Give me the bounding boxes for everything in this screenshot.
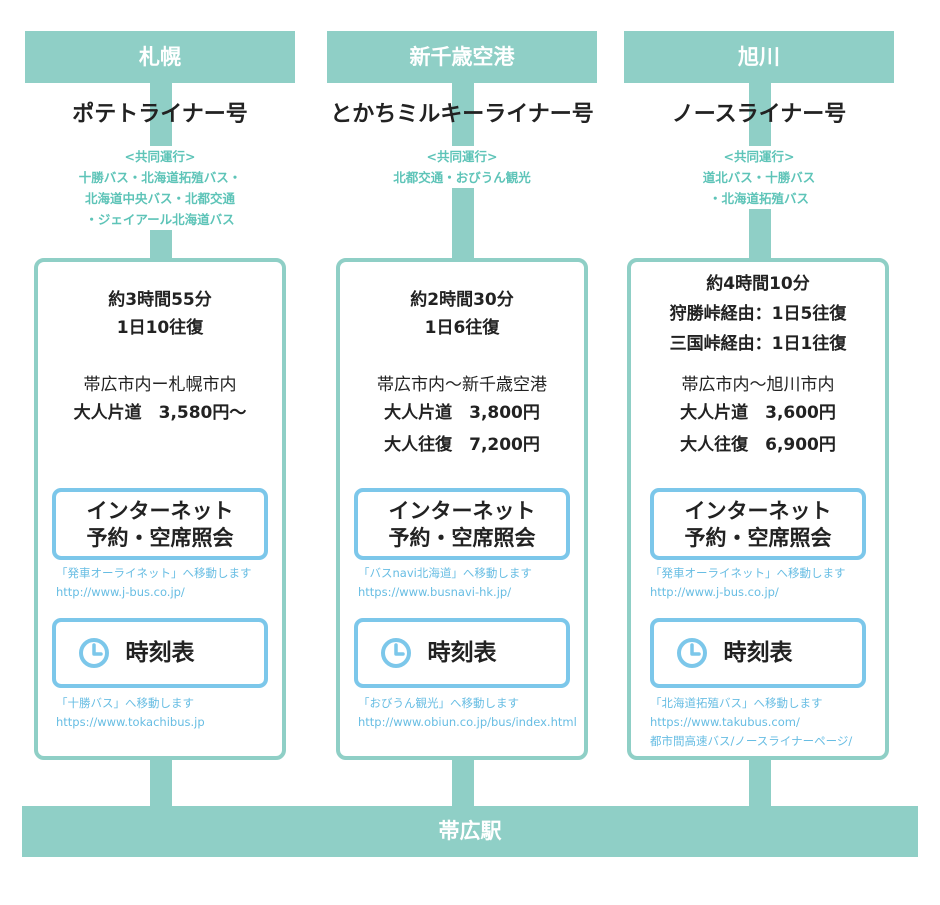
reservation-link-note[interactable]: 「発車オーライネット」へ移動します http://www.j-bus.co.jp… [650,564,879,602]
timetable-button[interactable]: 時刻表 [354,618,570,688]
daily-trips-mikuni: 三国峠経由：1日1往復 [669,334,847,354]
timetable-button[interactable]: 時刻表 [650,618,866,688]
travel-time: 約2時間30分 [410,290,514,310]
link-description: 「北海道拓殖バス」へ移動します [650,696,823,710]
travel-time-info: 約2時間30分 1日6往復 [340,286,584,342]
link-description: 「十勝バス」へ移動します [56,696,194,710]
clock-icon [381,638,411,668]
fare-info: 帯広市内ー札幌市内 大人片道 3,580円〜 [38,371,282,427]
button-label: 時刻表 [427,640,497,666]
joint-operation: <共同運行> 十勝バス・北海道拓殖バス・ 北海道中央バス・北都交通 ・ジェイアー… [5,146,315,230]
route-column-sapporo: 札幌 ポテトライナー号 <共同運行> 十勝バス・北海道拓殖バス・ 北海道中央バス… [25,0,295,905]
route-info-card: 約4時間10分 狩勝峠経由：1日5往復 三国峠経由：1日1往復 帯広市内〜旭川市… [627,258,889,760]
timetable-button[interactable]: 時刻表 [52,618,268,688]
internet-reservation-button[interactable]: インターネット 予約・空席照会 [52,488,268,560]
daily-trips: 1日6往復 [424,318,500,338]
travel-time-info: 約4時間10分 狩勝峠経由：1日5往復 三国峠経由：1日1往復 [631,270,885,358]
fare-one-way: 大人片道 3,800円 [384,403,540,423]
button-label: 予約・空席照会 [684,526,832,550]
fare-info: 帯広市内〜新千歳空港 大人片道 3,800円 大人往復 7,200円 [340,371,584,459]
joint-operator-line: ・北海道拓殖バス [706,188,811,209]
link-description: 「バスnavi北海道」へ移動します [358,566,532,580]
link-url[interactable]: http://www.j-bus.co.jp/ [56,585,185,599]
route-column-new-chitose: 新千歳空港 とかちミルキーライナー号 <共同運行> 北都交通・おびうん観光 約2… [327,0,597,905]
reservation-link-note[interactable]: 「発車オーライネット」へ移動します http://www.j-bus.co.jp… [56,564,276,602]
link-url[interactable]: http://www.j-bus.co.jp/ [650,585,779,599]
joint-operator-line: ・ジェイアール北海道バス [83,209,237,230]
origin-station-bar: 帯広駅 [22,806,918,857]
button-label: 予約・空席照会 [86,526,234,550]
button-label: 予約・空席照会 [388,526,536,550]
link-url[interactable]: https://www.busnavi-hk.jp/ [358,585,512,599]
fare-section: 帯広市内〜新千歳空港 [377,375,547,395]
clock-icon [79,638,109,668]
internet-reservation-button[interactable]: インターネット 予約・空席照会 [354,488,570,560]
timetable-link-note[interactable]: 「北海道拓殖バス」へ移動します https://www.takubus.com/… [650,694,879,751]
fare-one-way: 大人片道 3,600円 [680,403,836,423]
route-name: ポテトライナー号 [72,102,248,127]
button-label: 時刻表 [723,640,793,666]
link-description: 「おびうん観光」へ移動します [358,696,519,710]
reservation-link-note[interactable]: 「バスnavi北海道」へ移動します https://www.busnavi-hk… [358,564,578,602]
link-url-continued[interactable]: 都市間高速バス/ノースライナーページ/ [650,734,853,748]
daily-trips-karikachi: 狩勝峠経由：1日5往復 [669,304,847,324]
joint-label: <共同運行> [122,146,198,167]
joint-operation: <共同運行> 北都交通・おびうん観光 [307,146,617,188]
timetable-link-note[interactable]: 「十勝バス」へ移動します https://www.tokachibus.jp [56,694,276,732]
route-name: ノースライナー号 [671,102,847,127]
link-description: 「発車オーライネット」へ移動します [650,566,846,580]
fare-round-trip: 大人往復 6,900円 [680,435,836,455]
clock-icon [677,638,707,668]
button-label: インターネット [684,499,832,523]
route-name: とかちミルキーライナー号 [330,102,594,127]
link-url[interactable]: http://www.obiun.co.jp/bus/index.html [358,715,577,729]
fare-section: 帯広市内〜旭川市内 [681,375,835,395]
joint-label: <共同運行> [721,146,797,167]
timetable-link-note[interactable]: 「おびうん観光」へ移動します http://www.obiun.co.jp/bu… [358,694,578,732]
fare-info: 帯広市内〜旭川市内 大人片道 3,600円 大人往復 6,900円 [631,371,885,459]
joint-operation: <共同運行> 道北バス・十勝バス ・北海道拓殖バス [604,146,914,209]
joint-operator-line: 北都交通・おびうん観光 [391,167,533,188]
joint-operator-line: 道北バス・十勝バス [700,167,818,188]
fare-one-way: 大人片道 3,580円〜 [73,403,247,423]
link-url[interactable]: https://www.tokachibus.jp [56,715,205,729]
route-info-card: 約3時間55分 1日10往復 帯広市内ー札幌市内 大人片道 3,580円〜 イン… [34,258,286,760]
joint-operator-line: 北海道中央バス・北都交通 [82,188,237,209]
travel-time-info: 約3時間55分 1日10往復 [38,286,282,342]
destination-header: 新千歳空港 [327,31,597,83]
button-label: インターネット [388,499,536,523]
link-url[interactable]: https://www.takubus.com/ [650,715,800,729]
link-description: 「発車オーライネット」へ移動します [56,566,252,580]
destination-header: 旭川 [624,31,894,83]
route-info-card: 約2時間30分 1日6往復 帯広市内〜新千歳空港 大人片道 3,800円 大人往… [336,258,588,760]
fare-section: 帯広市内ー札幌市内 [83,375,237,395]
travel-time: 約3時間55分 [108,290,212,310]
travel-time: 約4時間10分 [706,274,810,294]
daily-trips: 1日10往復 [116,318,204,338]
joint-label: <共同運行> [424,146,500,167]
internet-reservation-button[interactable]: インターネット 予約・空席照会 [650,488,866,560]
button-label: インターネット [86,499,234,523]
destination-header: 札幌 [25,31,295,83]
fare-round-trip: 大人往復 7,200円 [384,435,540,455]
route-column-asahikawa: 旭川 ノースライナー号 <共同運行> 道北バス・十勝バス ・北海道拓殖バス 約4… [624,0,894,905]
button-label: 時刻表 [125,640,195,666]
joint-operator-line: 十勝バス・北海道拓殖バス・ [76,167,244,188]
